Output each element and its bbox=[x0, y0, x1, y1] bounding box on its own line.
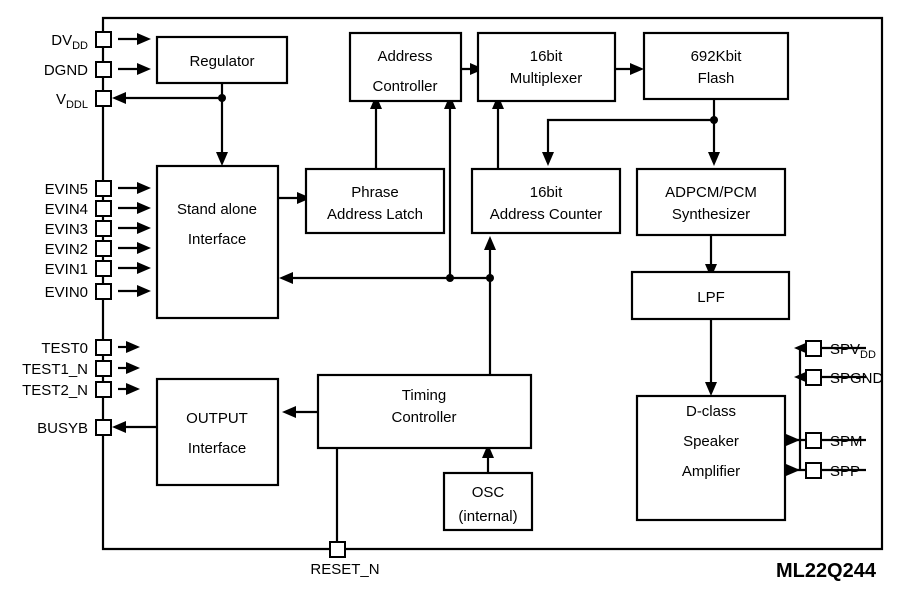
arrow-dclass-down bbox=[705, 382, 717, 396]
pin-evin1[interactable]: EVIN1 bbox=[45, 260, 151, 278]
arrow-spvdd-left bbox=[794, 342, 808, 354]
block-osc[interactable]: OSC (internal) bbox=[442, 471, 534, 532]
pin-evin5[interactable]: EVIN5 bbox=[45, 180, 151, 198]
pin-spm[interactable]: SPM bbox=[805, 432, 863, 450]
pin-test2n[interactable]: TEST2_N bbox=[22, 381, 140, 399]
block-lpf-line-0: LPF bbox=[697, 289, 725, 306]
pin-test1n[interactable]: TEST1_N bbox=[22, 360, 140, 378]
pin-test1n-label: TEST1_N bbox=[22, 361, 88, 378]
pin-dgnd[interactable]: DGND bbox=[44, 61, 151, 79]
pin-spp[interactable]: SPP bbox=[805, 462, 860, 480]
arrow-to-vddl bbox=[112, 92, 126, 104]
pin-test0[interactable]: TEST0 bbox=[41, 339, 140, 357]
arrow-timing-up bbox=[484, 236, 496, 250]
block-phrase-address-latch-line-0: Phrase bbox=[351, 184, 399, 201]
pin-spgnd[interactable]: SPGND bbox=[805, 369, 884, 387]
pin-spp-label: SPP bbox=[830, 463, 860, 480]
block-flash-line-1: Flash bbox=[698, 70, 735, 87]
block-dclass-line-0: D-class bbox=[686, 403, 736, 420]
block-osc-line-1: (internal) bbox=[458, 508, 517, 525]
pin-evin1-label: EVIN1 bbox=[45, 261, 88, 278]
pins-right: SPVDD SPGND SPM SPP bbox=[805, 340, 884, 480]
block-adpcm-synthesizer-line-0: ADPCM/PCM bbox=[665, 184, 757, 201]
pin-busyb[interactable]: BUSYB bbox=[37, 419, 112, 437]
pin-evin4-label: EVIN4 bbox=[45, 201, 88, 218]
arrow-regulator-down bbox=[216, 152, 228, 166]
pin-reset-n-label: RESET_N bbox=[310, 561, 379, 578]
part-number-label: ML22Q244 bbox=[776, 560, 877, 582]
pin-busyb-label: BUSYB bbox=[37, 420, 88, 437]
block-output-interface-line-1: Interface bbox=[188, 440, 246, 457]
block-standalone-interface-line-1: Interface bbox=[188, 231, 246, 248]
pin-spvdd[interactable]: SPVDD bbox=[805, 340, 876, 361]
arrow-to-flash bbox=[630, 63, 644, 75]
arrow-to-latch bbox=[297, 192, 311, 204]
pin-evin0-label: EVIN0 bbox=[45, 284, 88, 301]
pin-dvdd-label: DVDD bbox=[51, 32, 88, 52]
junction-flash bbox=[710, 116, 718, 124]
block-standalone-interface-line-0: Stand alone bbox=[177, 201, 257, 218]
pin-test0-label: TEST0 bbox=[41, 340, 88, 357]
pin-evin2-label: EVIN2 bbox=[45, 241, 88, 258]
pin-vddl-label: VDDL bbox=[56, 91, 88, 111]
pin-spm-label: SPM bbox=[830, 433, 863, 450]
block-flash[interactable]: 692Kbit Flash bbox=[642, 31, 790, 101]
pin-vddl[interactable]: VDDL bbox=[56, 90, 112, 111]
block-regulator-line-0: Regulator bbox=[189, 53, 254, 70]
pins-left: DVDD DGND VDDL EVIN5 EVIN4 bbox=[22, 31, 151, 437]
block-timing-controller-line-0: Timing bbox=[402, 387, 446, 404]
pin-dgnd-label: DGND bbox=[44, 62, 88, 79]
pin-evin0[interactable]: EVIN0 bbox=[45, 283, 151, 301]
block-output-interface-line-0: OUTPUT bbox=[186, 410, 248, 427]
pin-spvdd-label: SPVDD bbox=[830, 341, 876, 361]
block-dclass-line-1: Speaker bbox=[683, 433, 739, 450]
pin-evin5-label: EVIN5 bbox=[45, 181, 88, 198]
block-dclass-line-2: Amplifier bbox=[682, 463, 740, 480]
block-output-interface[interactable]: OUTPUT Interface bbox=[155, 377, 280, 487]
pin-test2n-label: TEST2_N bbox=[22, 382, 88, 399]
wire-layer bbox=[118, 67, 866, 549]
arrow-to-spp bbox=[786, 464, 800, 476]
block-multiplexer[interactable]: 16bit Multiplexer bbox=[476, 31, 617, 103]
arrow-spgnd-left bbox=[794, 371, 808, 383]
block-address-counter[interactable]: 16bit Address Counter bbox=[470, 167, 622, 235]
arrow-bus-left bbox=[279, 272, 293, 284]
block-lpf[interactable]: LPF bbox=[630, 270, 791, 321]
block-address-controller[interactable]: Address Controller bbox=[348, 31, 463, 103]
block-dclass-speaker-amplifier[interactable]: D-class Speaker Amplifier bbox=[635, 394, 787, 522]
block-phrase-address-latch-line-1: Address Latch bbox=[327, 206, 423, 223]
pin-spgnd-label: SPGND bbox=[830, 370, 884, 387]
block-timing-controller-line-1: Controller bbox=[391, 409, 456, 426]
block-address-counter-line-1: Address Counter bbox=[490, 206, 603, 223]
pin-reset-n[interactable]: RESET_N bbox=[310, 541, 380, 578]
arrow-to-output bbox=[282, 406, 296, 418]
block-adpcm-synthesizer-line-1: Synthesizer bbox=[672, 206, 750, 223]
arrow-to-spm bbox=[786, 434, 800, 446]
pin-evin3[interactable]: EVIN3 bbox=[45, 220, 151, 238]
arrow-osc-up bbox=[482, 444, 494, 458]
pin-dvdd[interactable]: DVDD bbox=[51, 31, 151, 52]
block-multiplexer-line-0: 16bit bbox=[530, 48, 563, 65]
arrow-counter-down bbox=[542, 152, 554, 166]
block-osc-line-0: OSC bbox=[472, 484, 505, 501]
block-flash-line-0: 692Kbit bbox=[691, 48, 743, 65]
arrow-to-busyb bbox=[112, 421, 126, 433]
block-phrase-address-latch[interactable]: Phrase Address Latch bbox=[304, 167, 446, 235]
block-adpcm-synthesizer[interactable]: ADPCM/PCM Synthesizer bbox=[635, 167, 787, 237]
junction-regulator bbox=[218, 94, 226, 102]
block-standalone-interface[interactable]: Stand alone Interface bbox=[155, 164, 280, 320]
block-address-counter-line-0: 16bit bbox=[530, 184, 563, 201]
block-regulator[interactable]: Regulator bbox=[155, 35, 289, 85]
wire-flash-to-counter bbox=[546, 118, 714, 160]
block-address-controller-line-1: Controller bbox=[372, 78, 437, 95]
block-timing-controller[interactable]: Timing Controller bbox=[316, 373, 533, 450]
pin-evin4[interactable]: EVIN4 bbox=[45, 200, 151, 218]
block-multiplexer-line-1: Multiplexer bbox=[510, 70, 583, 87]
block-address-controller-line-0: Address bbox=[377, 48, 432, 65]
pin-evin3-label: EVIN3 bbox=[45, 221, 88, 238]
arrow-flash-down bbox=[708, 152, 720, 166]
pin-evin2[interactable]: EVIN2 bbox=[45, 240, 151, 258]
